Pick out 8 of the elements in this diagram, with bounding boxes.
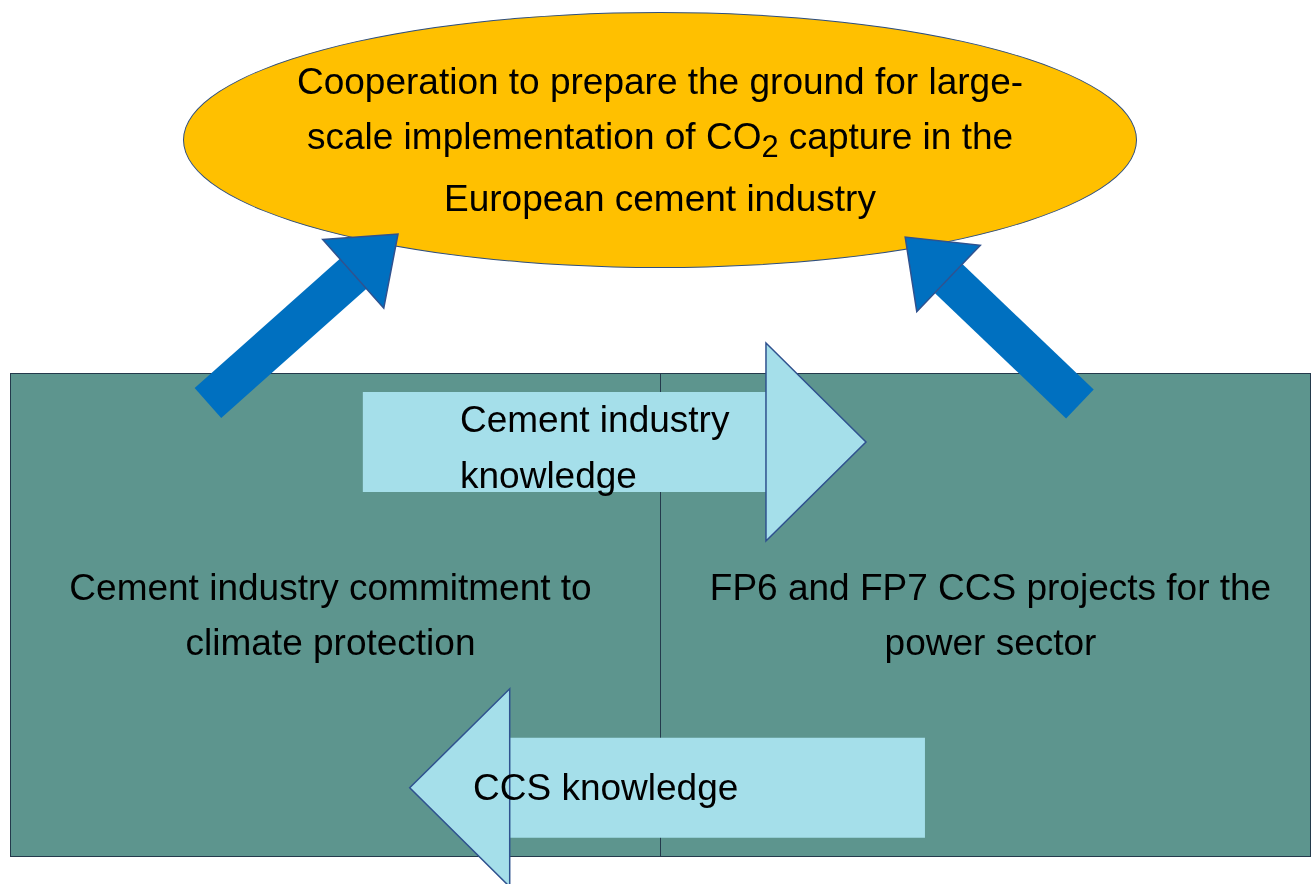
block-arrow — [408, 688, 925, 884]
block-arrow — [904, 236, 1094, 419]
area-text: Cement industry commitment to climate protection — [68, 565, 593, 665]
block-arrow — [362, 342, 867, 542]
area-text: FP6 and FP7 CCS projects for the power sector — [708, 565, 1273, 665]
block-arrow — [194, 233, 399, 418]
edge-label: Cement industry knowledge — [460, 398, 731, 498]
goal-text: Cooperation to prepare the ground for large-scale implementation of CO$_{2}$ capture in the European cement industry — [295, 59, 1025, 221]
